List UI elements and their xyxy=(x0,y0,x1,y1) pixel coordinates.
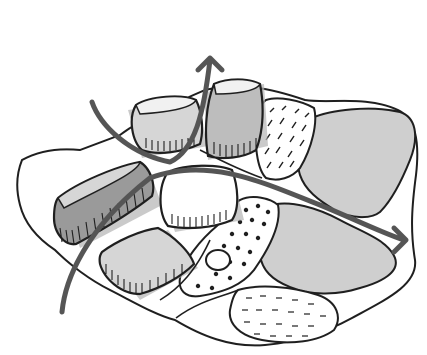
pond-circle xyxy=(206,250,230,270)
building-block xyxy=(206,80,263,159)
